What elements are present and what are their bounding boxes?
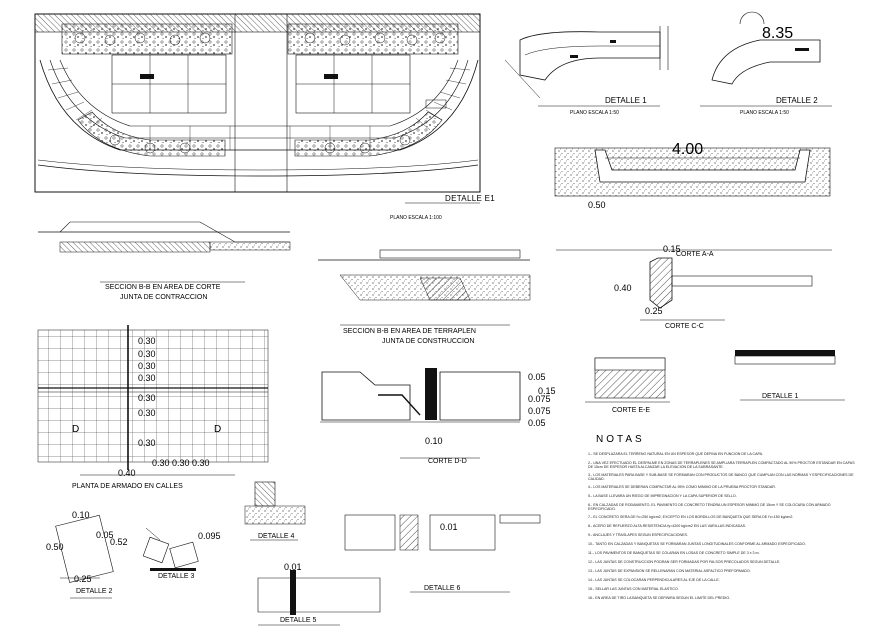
- dim-0-01-b: 0.01: [284, 562, 302, 572]
- dim-0-40-b: 0.40: [118, 468, 136, 478]
- dim-0-30-f: 0.30: [138, 408, 156, 418]
- dim-0-05-b: 0.05: [528, 418, 546, 428]
- corte-aa-drawing: [554, 147, 832, 251]
- dim-0-25: 0.25: [645, 306, 663, 316]
- note-item: 12.- LAS JUNTAS DE CONSTRUCCION PODRAN S…: [588, 560, 781, 564]
- detalle-4-title: DETALLE 4: [258, 533, 295, 540]
- dim-0-075-b: 0.075: [528, 406, 551, 416]
- detalle-2-top-drawing: [700, 11, 832, 107]
- note-item: 6.- EN CALZADAS DE RODAMIENTO, EL PAVIME…: [588, 503, 831, 512]
- detalle-2-top-title: DETALLE 2: [776, 96, 818, 105]
- dim-0-40: 0.40: [614, 283, 632, 293]
- note-item: 10.- TANTO EN CALZADAS Y BANQUETAS SE FO…: [588, 542, 806, 546]
- dim-0-05-c: 0.05: [96, 530, 114, 540]
- corte-aa-title: CORTE A-A: [676, 251, 714, 258]
- detalle-1-top-title: DETALLE 1: [605, 96, 647, 105]
- detalle-5-title: DETALLE 5: [280, 617, 317, 624]
- detalle-3-drawing: [142, 527, 199, 571]
- corte-cc-drawing: [640, 257, 813, 321]
- note-item: 9.- ANCLAJES Y TRASLAPES SEGUN ESPECIFIC…: [588, 533, 688, 537]
- dim-0-15-b: 0.15: [538, 386, 556, 396]
- detalle-6-title: DETALLE 6: [424, 585, 461, 592]
- note-item: 11.- LOS PAVIMENTOS DE BANQUETAS SE COLA…: [588, 551, 760, 555]
- note-item: 3.- LOS MATERIALES PARA BASE Y SUB-BASE …: [588, 473, 854, 482]
- dim-8-35: 8.35: [762, 25, 793, 42]
- detalle-2-bot-title: DETALLE 2: [76, 588, 113, 595]
- seccion-terraplen-drawing: [318, 249, 531, 326]
- detalle-6-drawing: [344, 514, 541, 593]
- detalle-1-top-scale: PLANO ESCALA 1:50: [570, 110, 619, 116]
- dim-0-01-a: 0.01: [440, 522, 458, 532]
- detalle-5-drawing: [257, 570, 381, 626]
- dim-0-30-b: 0.30: [138, 349, 156, 359]
- section-mark-d-right: D: [214, 424, 221, 435]
- dim-0-25-b: 0.25: [74, 574, 92, 584]
- note-item: 13.- LAS JUNTAS DE EXPANSION SE RELLENAR…: [588, 569, 751, 573]
- note-item: 8.- ACERO DE REFUERZO ALTA RESISTENCIA f…: [588, 524, 747, 528]
- corte-dd-drawing: [320, 368, 521, 459]
- detalle-1-top-drawing: [504, 26, 669, 107]
- dim-0-30-e: 0.30: [138, 393, 156, 403]
- planta-armado-drawing: [37, 325, 269, 476]
- note-item: 7.- EL CONCRETO SERA DE f'c=250 kg/cm2, …: [588, 515, 794, 519]
- seccion-corte-drawing: [38, 221, 291, 283]
- corte-cc-title: CORTE C-C: [665, 323, 704, 330]
- dim-0-30-j: 0.30: [192, 458, 210, 468]
- dim-0-10-a: 0.10: [425, 436, 443, 446]
- note-item: 14.- LAS JUNTAS SE COLOCARAN PERPENDICUL…: [588, 578, 720, 582]
- detalle-4-drawing: [244, 481, 306, 541]
- dim-0-30-a: 0.30: [138, 336, 156, 346]
- dim-0-50-b: 0.50: [46, 542, 64, 552]
- note-item: 1.- SE DESPLAZARA EL TERRENO NATURAL EN …: [588, 452, 764, 456]
- seccion-corte-title: SECCION B-B EN AREA DE CORTE: [105, 284, 221, 291]
- note-item: 4.- LOS MATERIALES SE DEBERAN COMPACTAR …: [588, 485, 776, 489]
- corte-ee-title: CORTE E-E: [612, 407, 650, 414]
- dim-0-30-c: 0.30: [138, 361, 156, 371]
- dim-0-095: 0.095: [198, 531, 221, 541]
- note-item: 16.- EN AREA DE TIRO LA BANQUETA SE DEFI…: [588, 596, 731, 600]
- detalle-2-top-scale: PLANO ESCALA 1:50: [740, 110, 789, 116]
- plan-view: [34, 13, 481, 193]
- detalle-e1-scale: PLANO ESCALA 1:100: [390, 215, 442, 221]
- dim-0-52: 0.52: [110, 537, 128, 547]
- detalle-1-mid-title: DETALLE 1: [762, 393, 799, 400]
- dim-0-075-a: 0.075: [528, 394, 551, 404]
- seccion-terraplen-title: SECCION B-B EN AREA DE TERRAPLEN: [343, 328, 476, 335]
- dim-4-00: 4.00: [672, 141, 703, 158]
- note-item: 15.- SELLAR LAS JUNTAS CON MATERIAL ELAS…: [588, 587, 679, 591]
- detalle-2-bot-drawing: [55, 514, 114, 599]
- dim-0-05-a: 0.05: [528, 372, 546, 382]
- junta-construccion-title: JUNTA DE CONSTRUCCION: [382, 338, 474, 345]
- note-item: 2.- UNA VEZ EFECTUADO EL DESPALME EN ZON…: [588, 461, 855, 470]
- dim-0-10-b: 0.10: [72, 510, 90, 520]
- corte-ee-drawing: [585, 357, 670, 403]
- dim-0-30-i: 0.30: [172, 458, 190, 468]
- dim-0-30-h: 0.30: [152, 458, 170, 468]
- dim-0-50-a: 0.50: [588, 200, 606, 210]
- section-mark-d-left: D: [72, 424, 79, 435]
- detalle-1-mid-drawing: [734, 350, 845, 401]
- dim-0-30-d: 0.30: [138, 373, 156, 383]
- planta-armado-title: PLANTA DE ARMADO EN CALLES: [72, 483, 183, 490]
- detalle-e1-title: DETALLE E1: [445, 194, 495, 203]
- dim-0-30-g: 0.30: [138, 438, 156, 448]
- detalle-3-title: DETALLE 3: [158, 573, 195, 580]
- junta-contraccion-title: JUNTA DE CONTRACCION: [120, 294, 207, 301]
- dim-0-15: 0.15: [663, 244, 681, 254]
- note-item: 5.- LA BASE LLEVARA UN RIEGO DE IMPREGNA…: [588, 494, 737, 498]
- corte-dd-title: CORTE D-D: [428, 458, 467, 465]
- notas-title: NOTAS: [596, 434, 645, 445]
